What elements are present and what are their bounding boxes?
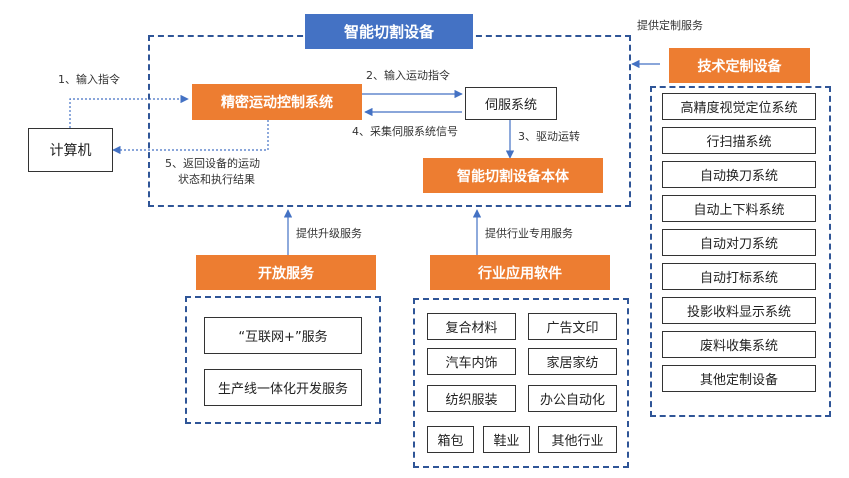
flow-label-collect-signal: 4、采集伺服系统信号 — [352, 125, 458, 138]
motion-control-node: 精密运动控制系统 — [192, 84, 362, 120]
custom-equipment-item: 高精度视觉定位系统 — [662, 93, 816, 120]
industry-software-item: 箱包 — [427, 426, 474, 453]
custom-equipment-item: 自动打标系统 — [662, 263, 816, 290]
flow-label-input-motion: 2、输入运动指令 — [366, 69, 450, 82]
arrow-return-status — [112, 120, 269, 155]
custom-equipment-item: 自动换刀系统 — [662, 161, 816, 188]
custom-equipment-item: 其他定制设备 — [662, 365, 816, 392]
open-service-item: 生产线一体化开发服务 — [204, 369, 362, 406]
flow-label-drive: 3、驱动运转 — [518, 130, 580, 143]
industry-software-item: 鞋业 — [483, 426, 530, 453]
flow-label-return-2: 状态和执行结果 — [178, 173, 255, 186]
arrow-input-cmd — [69, 94, 189, 128]
industry-software-item: 办公自动化 — [528, 385, 617, 412]
page-title: 智能切割设备 — [305, 14, 473, 49]
industry-software-item: 复合材料 — [427, 313, 516, 340]
industry-software-item: 其他行业 — [538, 426, 617, 453]
custom-equipment-item: 自动上下料系统 — [662, 195, 816, 222]
custom-equipment-item: 废料收集系统 — [662, 331, 816, 358]
computer-node: 计算机 — [28, 128, 113, 172]
industry-service-label: 提供行业专用服务 — [485, 227, 573, 240]
upgrade-service-label: 提供升级服务 — [296, 227, 362, 240]
machine-body-node: 智能切割设备本体 — [423, 158, 603, 193]
custom-equipment-header: 技术定制设备 — [669, 48, 810, 83]
industry-software-item: 广告文印 — [528, 313, 617, 340]
flow-label-input-cmd: 1、输入指令 — [58, 73, 120, 86]
custom-service-label: 提供定制服务 — [637, 19, 703, 32]
open-service-region — [185, 296, 381, 424]
open-service-item: “互联网+”服务 — [204, 317, 362, 354]
industry-software-item: 纺织服装 — [427, 385, 516, 412]
industry-software-item: 汽车内饰 — [427, 348, 516, 375]
custom-equipment-region — [650, 86, 831, 417]
industry-software-header: 行业应用软件 — [430, 255, 610, 290]
custom-equipment-item: 自动对刀系统 — [662, 229, 816, 256]
flow-label-return-1: 5、返回设备的运动 — [165, 157, 260, 170]
custom-equipment-item: 行扫描系统 — [662, 127, 816, 154]
industry-software-item: 家居家纺 — [528, 348, 617, 375]
open-service-header: 开放服务 — [196, 255, 376, 290]
custom-equipment-item: 投影收料显示系统 — [662, 297, 816, 324]
industry-software-region — [413, 298, 629, 468]
servo-node: 伺服系统 — [465, 87, 557, 120]
